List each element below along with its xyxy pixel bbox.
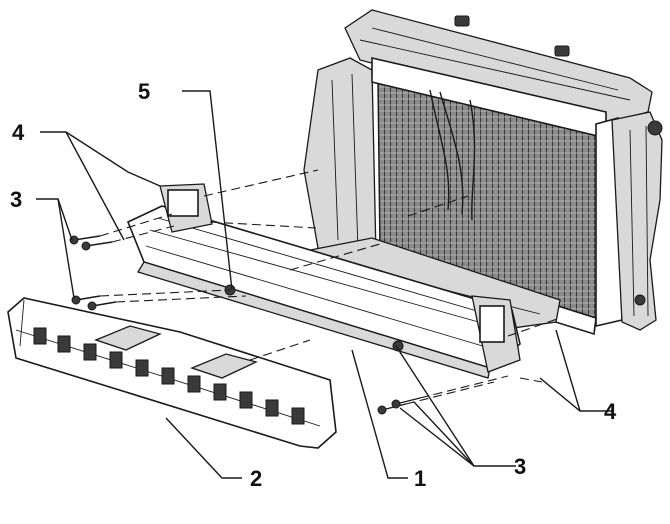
callout-3-right: 3: [514, 454, 526, 479]
callout-labels: 5 4 3 4 3 2 1: [10, 79, 617, 491]
callout-4-right: 4: [604, 399, 617, 424]
callout-3-left: 3: [10, 187, 22, 212]
bolts-right: [377, 397, 421, 415]
alignment-lines: [99, 169, 561, 405]
callout-4-left: 4: [12, 120, 25, 145]
callout-5: 5: [138, 79, 150, 104]
callout-1: 1: [414, 466, 426, 491]
bumper-reinforcement-beam: [126, 183, 521, 379]
absorber-cells: [33, 327, 305, 425]
leader-lines: [36, 90, 614, 479]
bolts-left: [69, 235, 117, 311]
energy-absorber: [7, 297, 337, 449]
callout-2: 2: [250, 466, 262, 491]
